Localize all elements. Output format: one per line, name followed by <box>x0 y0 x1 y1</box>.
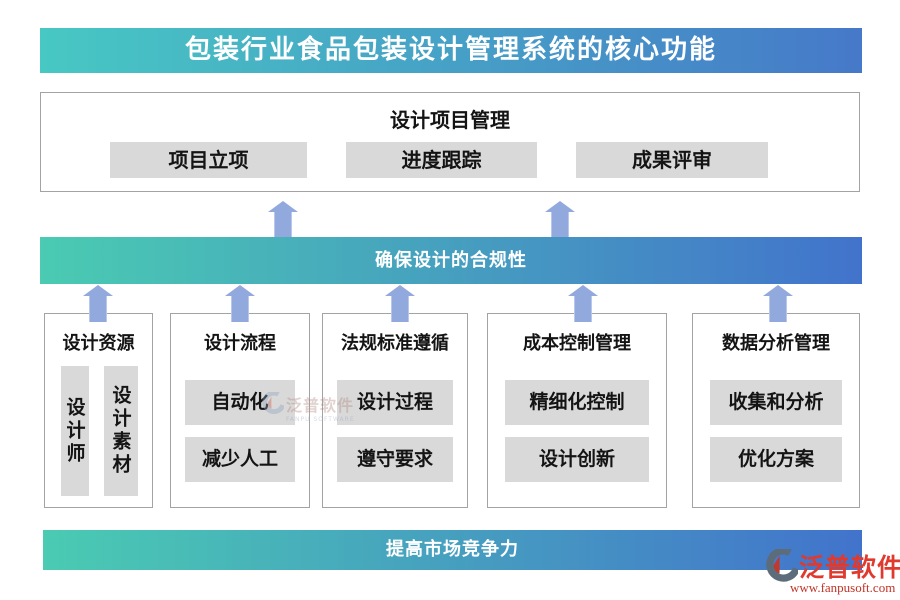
up-arrow <box>83 285 113 322</box>
up-arrow <box>225 285 255 322</box>
compliance-bar: 确保设计的合规性 <box>40 237 862 284</box>
chip-designer: 设计师 <box>61 366 89 496</box>
arrow-stem <box>391 296 409 322</box>
chip-result-review: 成果评审 <box>576 142 768 178</box>
column-regulation-compliance: 法规标准遵循 设计过程 遵守要求 <box>322 313 468 508</box>
arrow-head <box>568 285 598 296</box>
arrow-stem <box>231 296 249 322</box>
chip-automation: 自动化 <box>185 380 295 425</box>
arrow-stem <box>551 212 569 237</box>
chip-optimize-plan: 优化方案 <box>710 437 842 482</box>
arrow-head <box>763 285 793 296</box>
column-design-workflow: 设计流程 自动化 减少人工 <box>170 313 310 508</box>
up-arrow <box>385 285 415 322</box>
arrow-stem <box>574 296 592 322</box>
up-arrow <box>545 201 575 237</box>
chip-project-initiation: 项目立项 <box>110 142 307 178</box>
column-title: 设计资源 <box>62 333 135 354</box>
chip-follow-requirements: 遵守要求 <box>337 437 453 482</box>
fanpu-logo-icon <box>766 549 798 582</box>
arrow-stem <box>89 296 107 322</box>
brand-url: www.fanpusoft.com <box>790 580 896 595</box>
arrow-head <box>545 201 575 212</box>
up-arrow <box>763 285 793 322</box>
column-title: 法规标准遵循 <box>341 333 449 354</box>
column-data-analysis: 数据分析管理 收集和分析 优化方案 <box>692 313 860 508</box>
brand-name: 泛普软件 <box>799 553 900 582</box>
arrow-head <box>385 285 415 296</box>
column-title: 设计流程 <box>204 333 276 354</box>
design-project-management-title: 设计项目管理 <box>390 108 510 132</box>
up-arrow <box>268 201 298 237</box>
market-competitiveness-bar: 提高市场竞争力 <box>43 530 862 570</box>
chip-design-material: 设计素材 <box>104 366 138 496</box>
column-design-resources: 设计资源 设计师 设计素材 <box>44 313 153 508</box>
fanpu-brand: 泛普软件 www.fanpusoft.com <box>766 547 900 599</box>
chip-collect-analyze: 收集和分析 <box>710 380 842 425</box>
chip-fine-control: 精细化控制 <box>505 380 649 425</box>
chip-progress-tracking: 进度跟踪 <box>346 142 537 178</box>
arrow-head <box>225 285 255 296</box>
arrow-head <box>83 285 113 296</box>
arrow-stem <box>769 296 787 322</box>
chip-design-innovation: 设计创新 <box>505 437 649 482</box>
arrow-stem <box>274 212 292 237</box>
page-title: 包装行业食品包装设计管理系统的核心功能 <box>40 28 862 73</box>
chip-design-process: 设计过程 <box>337 380 453 425</box>
up-arrow <box>568 285 598 322</box>
arrow-head <box>268 201 298 212</box>
chip-reduce-labor: 减少人工 <box>185 437 295 482</box>
column-title: 数据分析管理 <box>722 333 830 354</box>
column-title: 成本控制管理 <box>523 333 631 354</box>
column-cost-control: 成本控制管理 精细化控制 设计创新 <box>487 313 667 508</box>
